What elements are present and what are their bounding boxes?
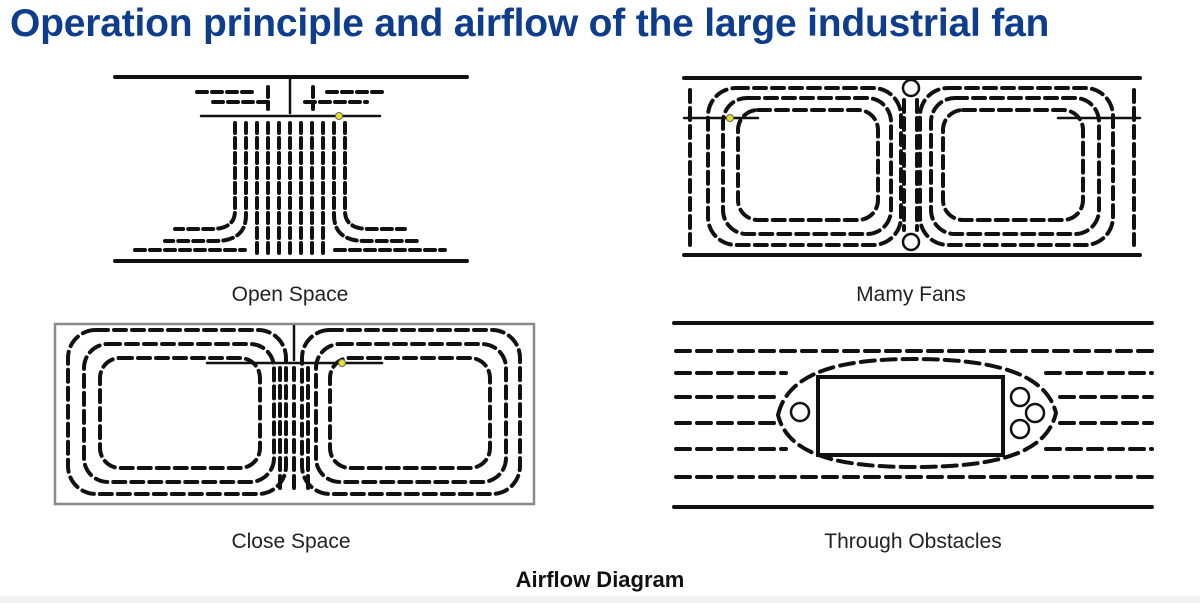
through-obstacles-diagram <box>672 321 1154 509</box>
open-space-caption: Open Space <box>231 283 349 306</box>
bottom-strip <box>0 596 1200 603</box>
vortex-rear-top <box>1009 386 1031 408</box>
close-space-caption: Close Space <box>231 530 351 553</box>
fan-hub-dot <box>338 359 346 367</box>
vortex-front <box>789 401 811 423</box>
many-fans-caption: Mamy Fans <box>856 283 966 306</box>
obstacle <box>816 375 1005 457</box>
vortex-top <box>901 78 921 98</box>
fan-hub-dot <box>726 114 734 122</box>
vortex-bottom <box>901 232 921 252</box>
vortex-rear-middle <box>1024 402 1046 424</box>
close-space-diagram <box>53 322 536 506</box>
figure-title: Airflow Diagram <box>515 567 685 592</box>
open-space-diagram <box>113 75 469 263</box>
page-title: Operation principle and airflow of the l… <box>10 2 1050 45</box>
fan-hub-dot <box>335 112 343 120</box>
many-fans-diagram <box>682 76 1142 257</box>
through-obstacles-caption: Through Obstacles <box>824 530 1002 553</box>
vortex-rear-bottom <box>1009 418 1031 440</box>
